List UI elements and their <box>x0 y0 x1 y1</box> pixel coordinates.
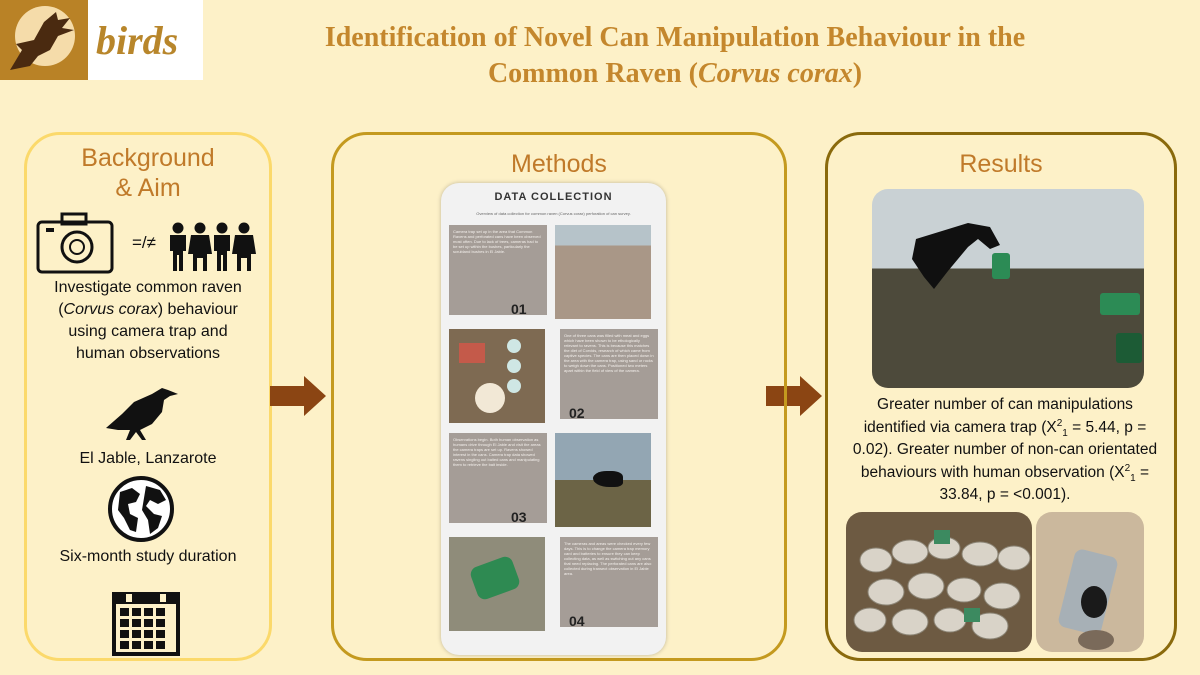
raven-camera-photo <box>555 433 651 527</box>
location-text: El Jable, Lanzarote <box>79 450 217 467</box>
step-text: The cameras and areas were checked every… <box>560 537 658 627</box>
camera-icon <box>36 212 114 274</box>
results-panel: Results <box>825 132 1177 661</box>
bait-cans-photo <box>449 329 545 423</box>
step-number: 03 <box>511 509 527 525</box>
bird-logo-icon <box>0 0 88 80</box>
calendar-icon <box>112 592 180 656</box>
step-number: 01 <box>511 301 527 317</box>
data-collection-infographic: DATA COLLECTION Overview of data collect… <box>441 183 666 655</box>
methods-panel: Methods <box>331 132 787 661</box>
title-line-2: Common Raven (Corvus corax) <box>487 58 863 89</box>
step-04: The cameras and areas were checked every… <box>449 533 658 633</box>
logo-text: birds <box>88 0 203 80</box>
poster-title: Identification of Novel Can Manipulation… <box>230 20 1120 92</box>
camera-trap-photo <box>555 225 651 319</box>
step-text: Camera trap set up in the area that Comm… <box>449 225 547 315</box>
arrow-right-icon <box>270 376 326 416</box>
compare-symbol: =/≠ <box>132 233 156 252</box>
aim-text: Investigate common raven (Corvus corax) … <box>54 279 242 362</box>
step-01: Camera trap set up in the area that Comm… <box>449 221 658 321</box>
step-03: Observations begin. Both human observati… <box>449 429 658 529</box>
results-heading: Results <box>959 150 1043 178</box>
step-number: 04 <box>569 613 585 629</box>
duration-text: Six-month study duration <box>59 548 237 565</box>
step-text: Observations begin. Both human observati… <box>449 433 547 523</box>
background-heading: Background & Aim <box>81 144 215 202</box>
methods-heading: Methods <box>511 150 607 178</box>
perforated-can-photo <box>449 537 545 631</box>
step-number: 02 <box>569 405 585 421</box>
raven-can-photo <box>872 189 1144 388</box>
globe-icon <box>108 476 174 542</box>
collected-cans-photo <box>846 512 1032 652</box>
people-icon <box>170 222 256 271</box>
step-02: One of three cans was filled with meat a… <box>449 325 658 425</box>
infographic-title: DATA COLLECTION <box>494 191 613 203</box>
arrow-right-icon-2 <box>766 376 822 416</box>
raven-icon <box>106 388 178 440</box>
infographic-subtitle: Overview of data collection for common r… <box>476 211 631 216</box>
title-line-1: Identification of Novel Can Manipulation… <box>324 22 1026 53</box>
results-text: Greater number of can manipulations iden… <box>852 396 1158 503</box>
perforated-can-closeup-photo <box>1036 512 1144 652</box>
journal-logo: birds <box>0 0 203 80</box>
step-text: One of three cans was filled with meat a… <box>560 329 658 419</box>
